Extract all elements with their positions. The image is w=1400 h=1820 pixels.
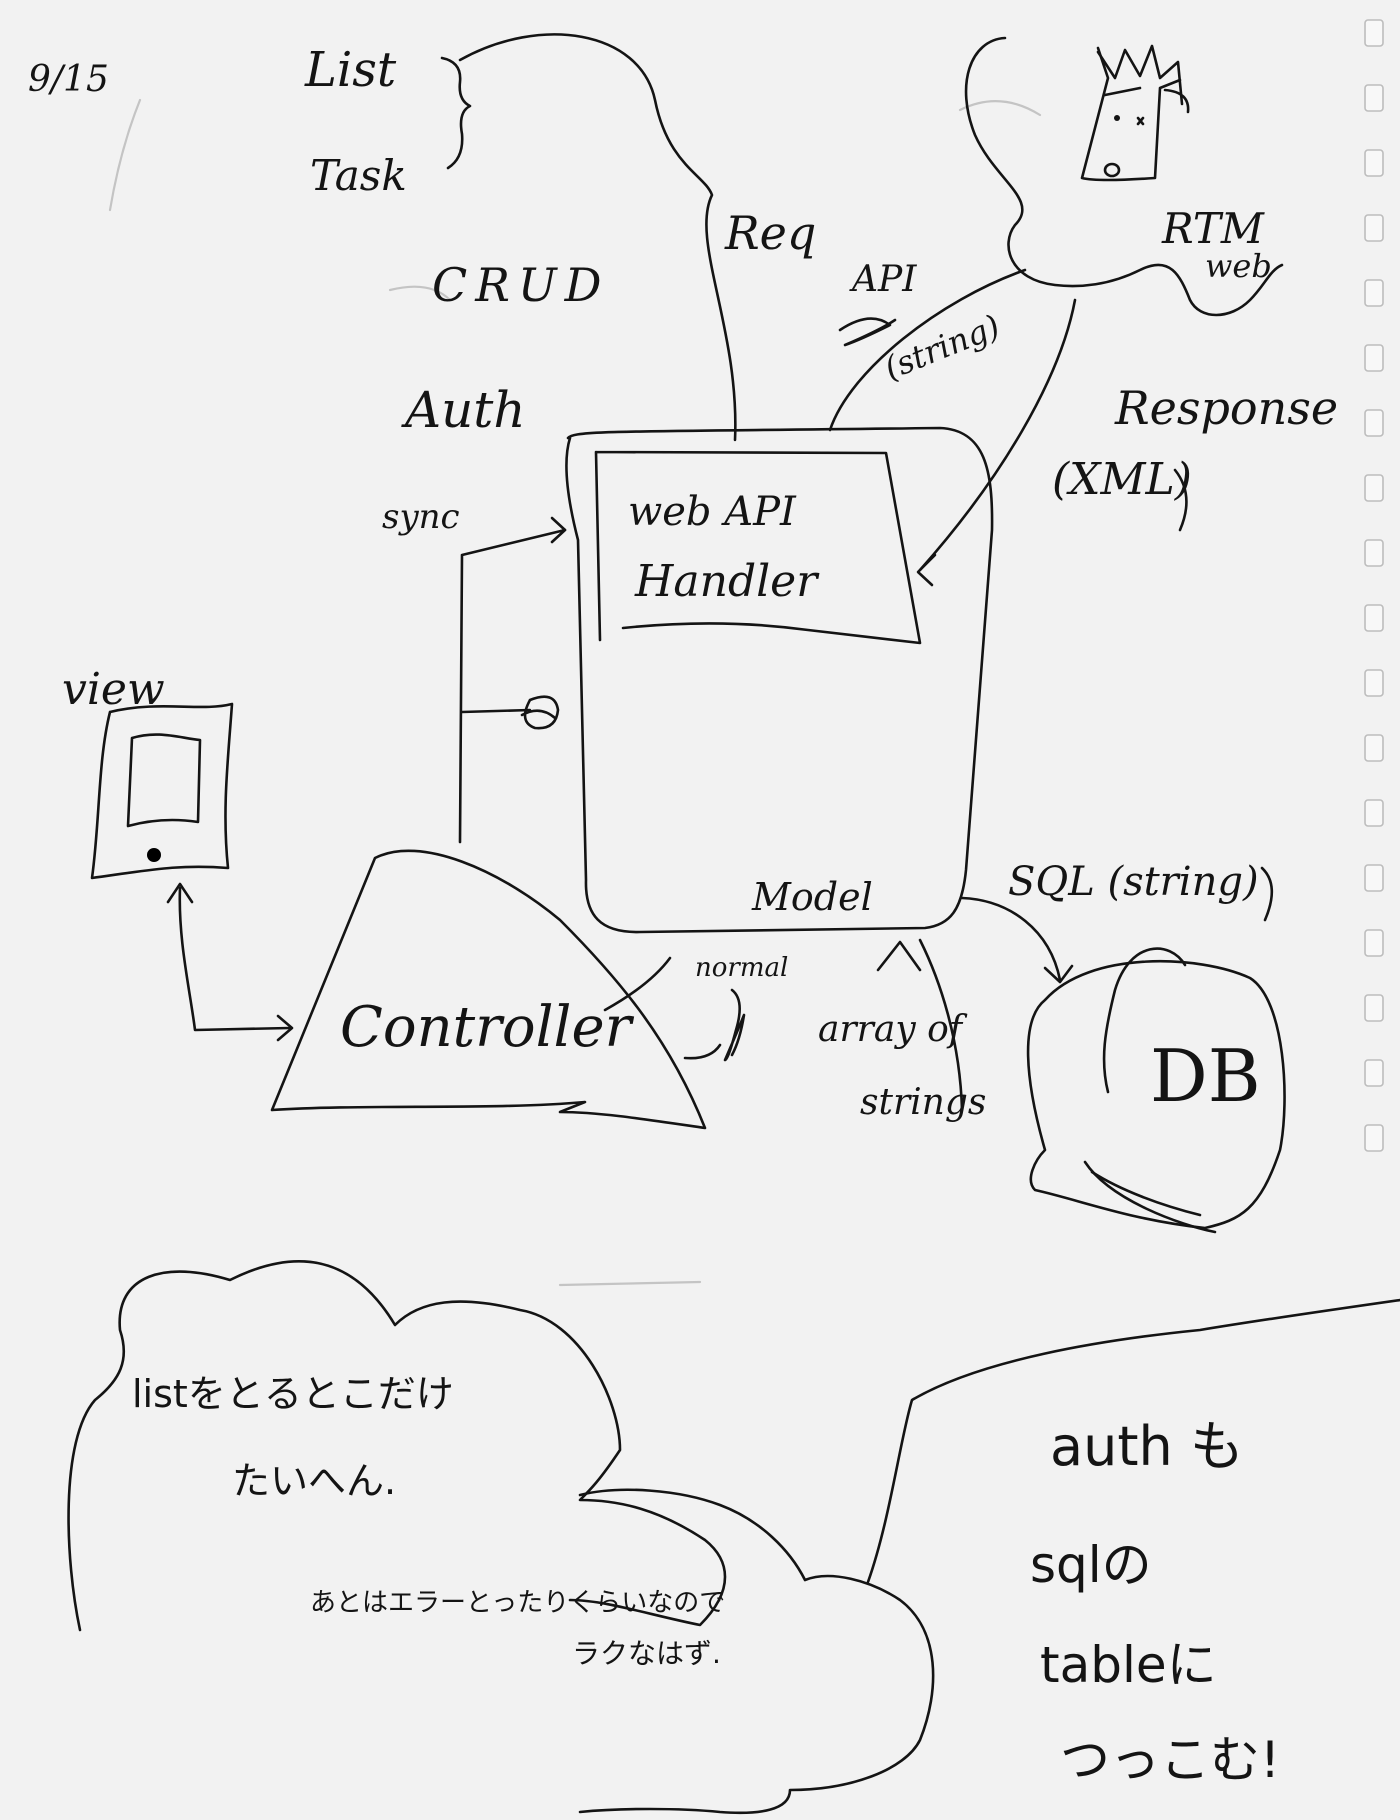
sync-line: [458, 528, 567, 844]
req-curve: [458, 33, 737, 442]
middle-note-line1: あとはエラーとったりくらいなので: [310, 1588, 726, 1618]
task-label: Task: [310, 151, 407, 200]
handler-title-line1: web API: [628, 489, 796, 535]
crud-label: CRUD: [432, 258, 610, 312]
web-label: web: [1205, 247, 1272, 285]
api-request-arc: [828, 268, 1027, 432]
xml-label: (XML): [1052, 454, 1192, 505]
sync-label: sync: [382, 497, 460, 537]
sql-paren: [1260, 866, 1274, 922]
response-label: Response: [1115, 381, 1339, 435]
model-box: [565, 426, 994, 934]
auth-label: Auth: [405, 381, 526, 439]
right-note-line3: tableに: [1040, 1636, 1217, 1694]
left-note-line2: たいへん.: [232, 1459, 397, 1503]
binding-holes: [1364, 19, 1384, 1152]
note-cloud-left: [67, 1259, 727, 1632]
view-device-icon: [90, 702, 234, 880]
rtm-label: RTM: [1162, 204, 1264, 253]
handler-title-line2: Handler: [635, 556, 818, 607]
array-of-label: array of: [818, 1009, 963, 1050]
sql-arrowhead: [1043, 964, 1074, 984]
right-note-line1: auth も: [1050, 1415, 1244, 1478]
list-label: List: [305, 42, 397, 98]
list-task-brace: [440, 56, 472, 170]
right-note-line2: sqlの: [1030, 1536, 1152, 1594]
xml-paren: [1173, 468, 1188, 532]
api-scribble: [838, 317, 897, 347]
model-label: Model: [752, 875, 873, 919]
view-controller-arrow: [178, 886, 292, 1032]
array-strings-arrowhead: [876, 940, 922, 972]
left-note-line1: listをとるとこだけ: [132, 1372, 454, 1416]
rtm-web-blob: [964, 36, 1284, 317]
controller-scribble: [723, 988, 746, 1062]
view-arrowhead: [166, 882, 194, 904]
controller-hook: [603, 956, 722, 1060]
right-note-line4: つっこむ!: [1060, 1731, 1281, 1789]
note-outline-right: [866, 1298, 1400, 1584]
response-arrow: [918, 298, 1077, 572]
db-label: DB: [1150, 1034, 1261, 1118]
req-label: Req: [725, 206, 817, 260]
view-label: view: [62, 664, 165, 715]
controller-triangle: [270, 849, 707, 1130]
db-cylinder-icon: [1026, 947, 1286, 1234]
controller-arrowhead: [276, 1014, 294, 1042]
date-label: 9/15: [28, 59, 109, 100]
sync-arrowhead: [550, 516, 567, 544]
sql-arrow: [960, 896, 1062, 982]
sync-scribble-icon: [520, 695, 560, 730]
response-arrowhead: [916, 553, 937, 587]
sql-string-label: SQL (string): [1008, 859, 1259, 905]
controller-label: Controller: [340, 995, 632, 1060]
rtm-character-icon: [1080, 44, 1190, 182]
note-cloud-middle: [578, 1488, 935, 1815]
api-label: API: [852, 259, 917, 300]
handler-box: [594, 450, 922, 645]
normal-label: normal: [695, 953, 789, 983]
array-strings-arrow: [918, 938, 964, 1112]
middle-note-line2: ラクなはず.: [572, 1637, 721, 1670]
strings-label: strings: [860, 1082, 987, 1123]
